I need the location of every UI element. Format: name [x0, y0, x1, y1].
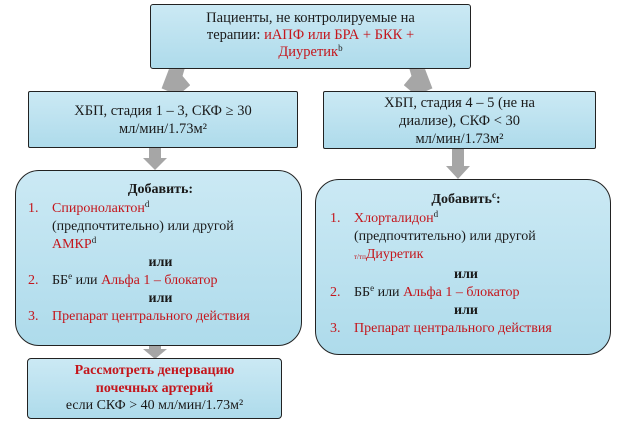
denervation-line1: Рассмотреть денервацию	[74, 363, 235, 378]
top-line1: Пациенты, не контролируемые на	[206, 10, 415, 26]
arrow-right-stage-down	[446, 149, 470, 179]
central-acting-label: Препарат центрального действия	[354, 321, 552, 336]
arrow-left-stage-down	[143, 148, 167, 170]
left-add-drugs-box: Добавить: 1. Спиронолактонd (предпочтите…	[15, 170, 302, 346]
option-number: 1.	[28, 201, 39, 216]
mra-label: АМКР	[52, 237, 92, 252]
option-number: 3.	[330, 321, 341, 336]
or-separator: или	[148, 291, 173, 306]
right-option-1: 1. Хлорталидонd (предпочтительно) или др…	[330, 210, 602, 266]
right-add-drugs-box: Добавитьc: 1. Хлорталидонd (предпочтител…	[315, 179, 611, 355]
arrow-top-to-left	[160, 68, 190, 94]
option-number: 1.	[330, 211, 341, 226]
preferably-text: (предпочтительно) или другой	[52, 219, 234, 234]
renal-denervation-box: Рассмотреть денервацию почечных артерий …	[27, 358, 282, 419]
title-colon: :	[495, 192, 501, 207]
footnote-b: b	[338, 43, 343, 53]
central-acting-label: Препарат центрального действия	[52, 309, 250, 324]
top-line2: терапии: иАПФ или БРА + БКК +	[151, 27, 470, 44]
add-label: Добавить	[431, 192, 492, 207]
left-option-3: 3. Препарат центрального действия	[28, 308, 293, 326]
footnote-c: c	[491, 190, 496, 200]
ckd-stage-4-5-box: ХБП, стадия 4 – 5 (не на диализе), СКФ <…	[323, 91, 596, 149]
arrow-left-add-down	[143, 342, 167, 359]
beta-blocker-label: ББ	[354, 285, 371, 300]
or-word: или	[374, 285, 404, 300]
ckd-stage-4-5-line1: ХБП, стадия 4 – 5 (не на	[384, 95, 535, 111]
footnote-d: d	[91, 235, 97, 245]
ckd-stage-4-5-line3: мл/мин/1.73м²	[415, 131, 504, 147]
or-separator: или	[148, 255, 173, 270]
or-separator: или	[454, 303, 478, 318]
option-number: 3.	[28, 309, 39, 324]
denervation-line2: почечных артерий	[95, 380, 214, 396]
therapy-label: терапии:	[206, 27, 265, 43]
footnote-e: e	[68, 271, 73, 281]
left-add-title: Добавить:	[127, 182, 194, 197]
beta-blocker-label: ББ	[52, 273, 69, 288]
diuretic-label: Диуретик	[278, 44, 339, 60]
uncontrolled-patients-box: Пациенты, не контролируемые на терапии: …	[150, 4, 471, 69]
gfr-condition: если СКФ > 40 мл/мин/1.73м²	[65, 398, 244, 413]
or-word: или	[72, 273, 102, 288]
ckd-stage-4-5-line2: диализе), СКФ < 30	[398, 113, 521, 129]
footnote-e: e	[370, 283, 375, 293]
spironolactone-label: Спиронолактон	[52, 201, 145, 216]
right-option-2: 2. ББe или Альфа 1 – блокатор	[330, 284, 602, 302]
or-separator: или	[454, 267, 478, 282]
ckd-stage-1-3-line1: ХБП, стадия 1 – 3, СКФ ≥ 30	[74, 103, 252, 119]
alpha-blocker-label: Альфа 1 – блокатор	[101, 273, 218, 288]
footnote-d: d	[144, 199, 150, 209]
alpha-blocker-label: Альфа 1 – блокатор	[403, 285, 520, 300]
preferably-text: (предпочтительно) или другой	[354, 229, 536, 244]
left-option-1: 1. Спиронолактонd (предпочтительно) или …	[28, 200, 293, 254]
footnote-d: d	[433, 209, 439, 219]
right-option-3: 3. Препарат центрального действия	[330, 320, 602, 338]
diuretic-label: Диуретик	[365, 247, 424, 262]
therapy-drugs: иАПФ или БРА + БКК +	[264, 27, 415, 43]
arrow-top-to-right	[404, 68, 434, 94]
top-line3: Диуретикb	[151, 44, 470, 61]
option-number: 2.	[28, 273, 39, 288]
option-number: 2.	[330, 285, 341, 300]
ckd-stage-1-3-box: ХБП, стадия 1 – 3, СКФ ≥ 30 мл/мин/1.73м…	[28, 91, 298, 148]
ckd-stage-1-3-line2: мл/мин/1.73м²	[118, 121, 208, 137]
chlorthalidone-label: Хлорталидон	[354, 211, 434, 226]
left-option-2: 2. ББe или Альфа 1 – блокатор	[28, 272, 293, 290]
thiazide-subscript: т/тп	[354, 253, 366, 261]
right-add-title: Добавитьc:	[330, 191, 602, 209]
